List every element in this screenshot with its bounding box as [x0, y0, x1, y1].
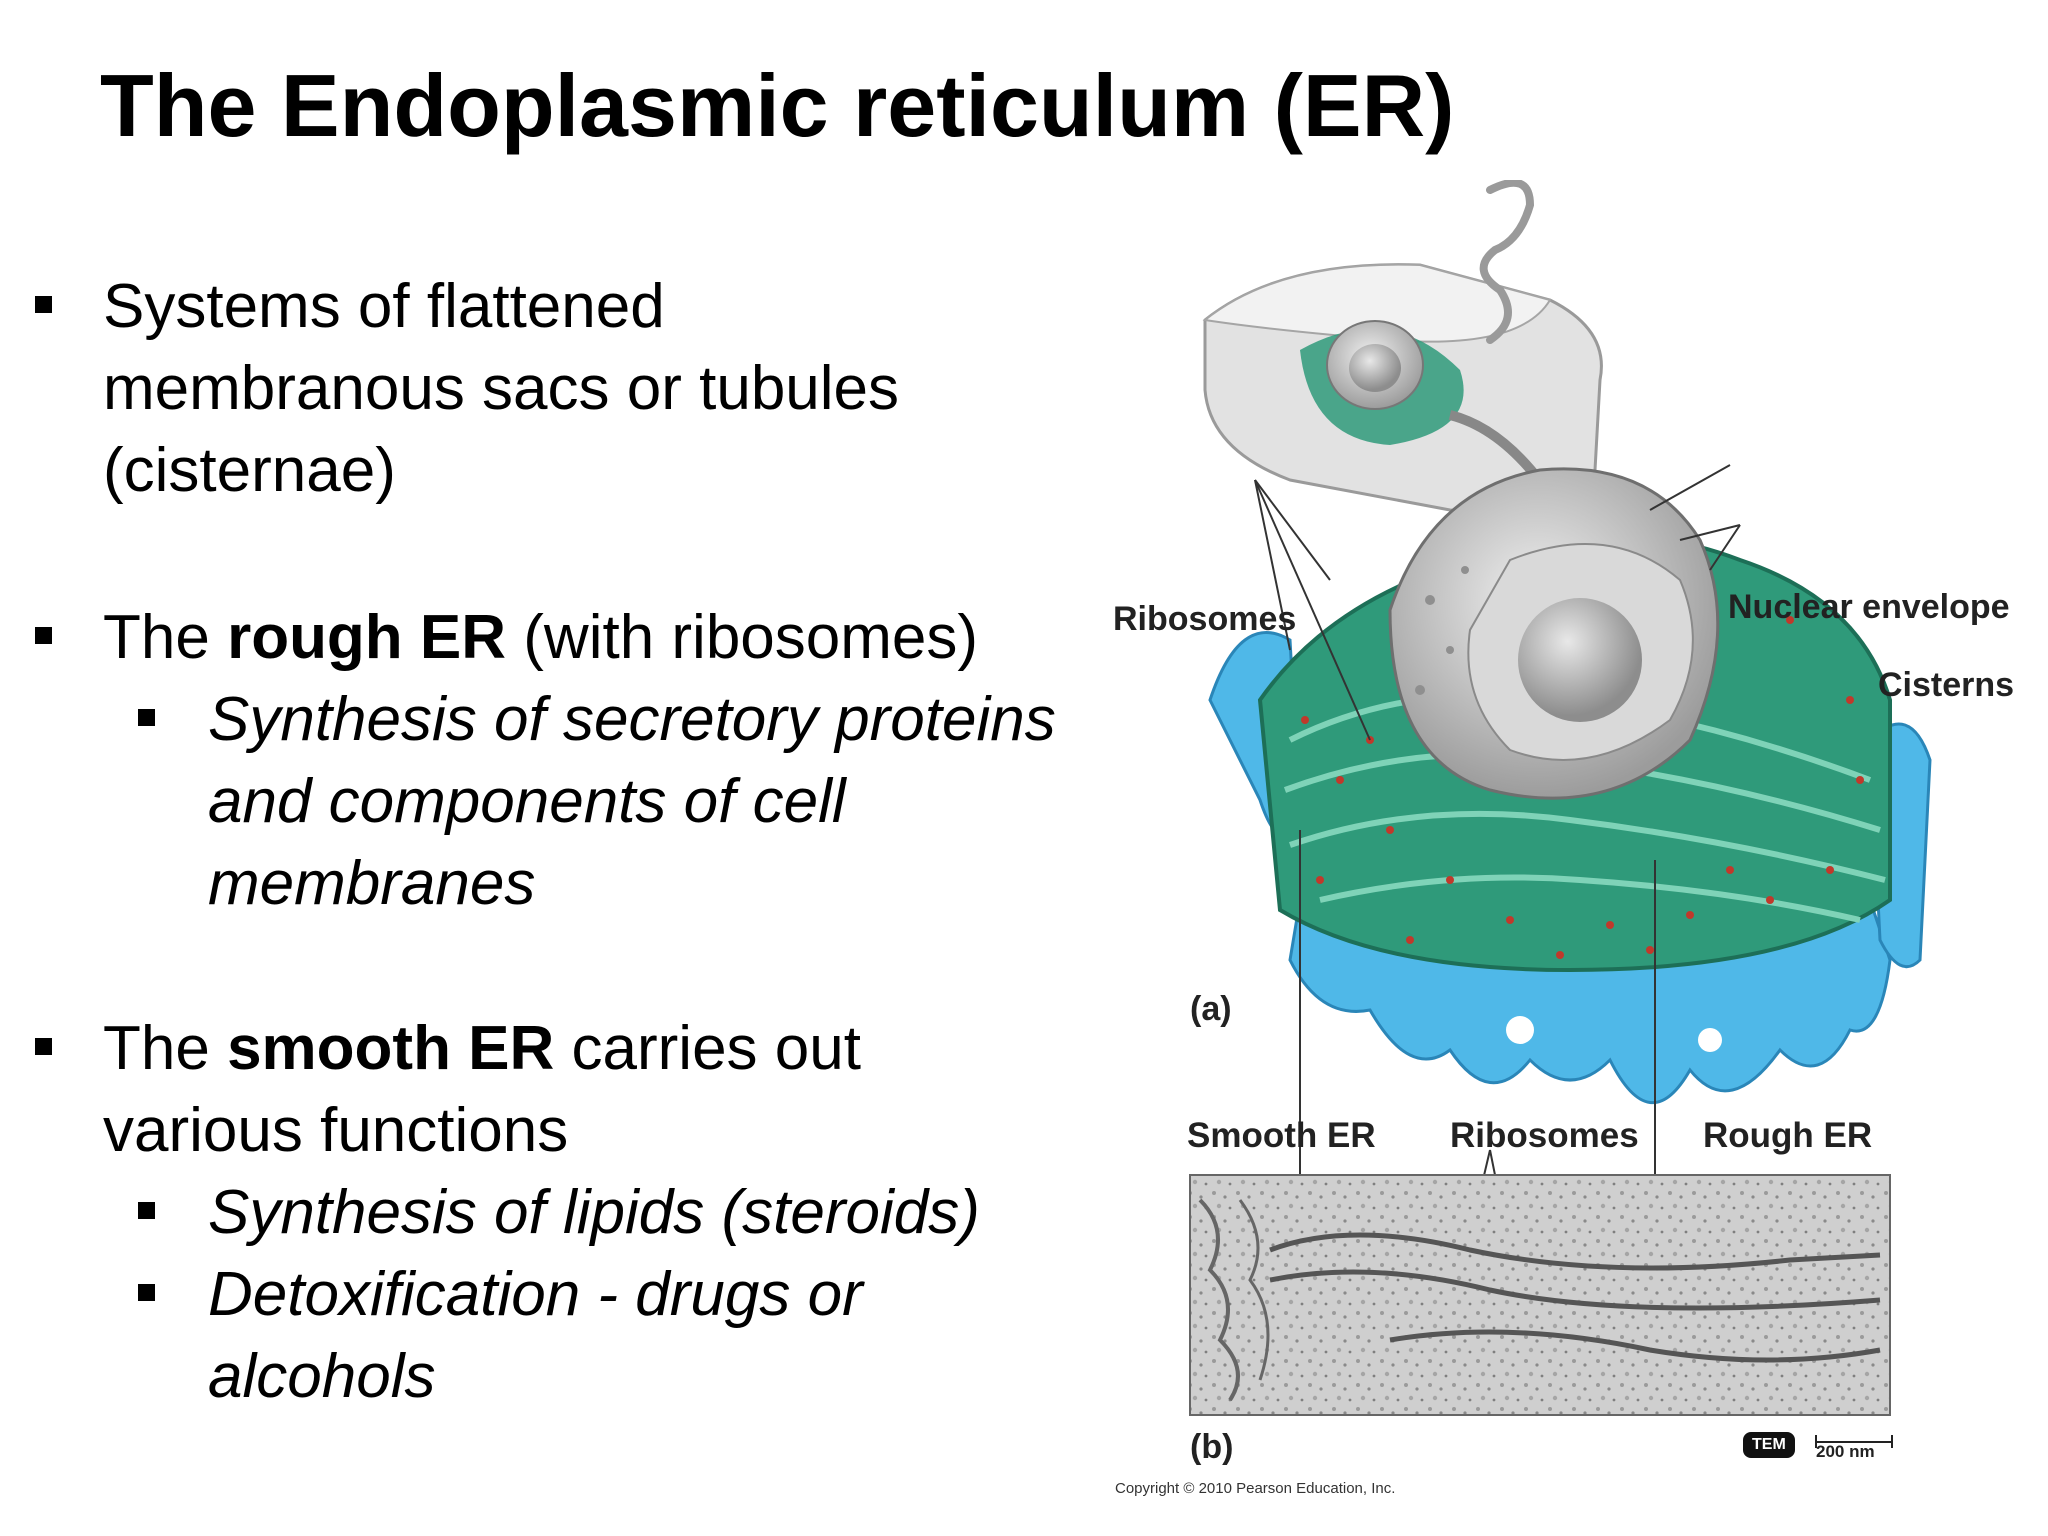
label-ribosomes-bottom: Ribosomes: [1450, 1116, 1639, 1155]
label-ribosomes-top: Ribosomes: [1113, 600, 1297, 638]
scale-bar: [1815, 1435, 1893, 1448]
rough-er-function: Synthesis of secretory proteins and comp…: [208, 685, 1056, 918]
bullet-marker: [35, 627, 52, 644]
label-cisterns: Cisterns: [1878, 666, 2015, 704]
slide-title: The Endoplasmic reticulum (ER): [100, 56, 1455, 155]
scale-bar-label: 200 nm: [1816, 1442, 1875, 1461]
label-rough-er: Rough ER: [1703, 1116, 1873, 1155]
er-illustration: [1189, 180, 1932, 1448]
bullet-smooth-er: The smooth ER carries out various functi…: [103, 1008, 983, 1172]
sub-bullet-marker: [138, 1202, 155, 1219]
tem-badge: TEM: [1743, 1432, 1795, 1458]
bullet-rough-er-prefix: The: [103, 603, 228, 672]
tem-micrograph: [1189, 1174, 1891, 1416]
copyright-notice: Copyright © 2010 Pearson Education, Inc.: [1115, 1480, 1396, 1497]
bullet-rough-er-suffix: (with ribosomes): [506, 603, 979, 672]
bullet-rough-er: The rough ER (with ribosomes): [103, 597, 978, 679]
rough-er-term: rough ER: [227, 603, 507, 672]
smooth-er-function-lipids: Synthesis of lipids (steroids): [208, 1178, 980, 1247]
smooth-er-function-detox: Detoxification - drugs or alcohols: [208, 1260, 863, 1411]
label-panel-b: (b): [1190, 1428, 1234, 1466]
bullet-marker: [35, 296, 52, 313]
bullet-smooth-er-suffix: carries out various functions: [103, 1014, 861, 1165]
label-nuclear-envelope: Nuclear envelope: [1728, 588, 2010, 626]
bullet-marker: [35, 1038, 52, 1055]
bullet-smooth-er-prefix: The: [103, 1014, 228, 1083]
sub-bullet-marker: [138, 709, 155, 726]
label-panel-a: (a): [1190, 990, 1232, 1028]
cell-overview: [1202, 180, 1603, 550]
bullet-er-structure: Systems of flattened membranous sacs or …: [103, 272, 900, 505]
smooth-er-term: smooth ER: [227, 1014, 555, 1083]
sub-bullet-marker: [138, 1284, 155, 1301]
label-smooth-er: Smooth ER: [1187, 1116, 1376, 1155]
er-cutaway: [1208, 467, 1932, 1104]
